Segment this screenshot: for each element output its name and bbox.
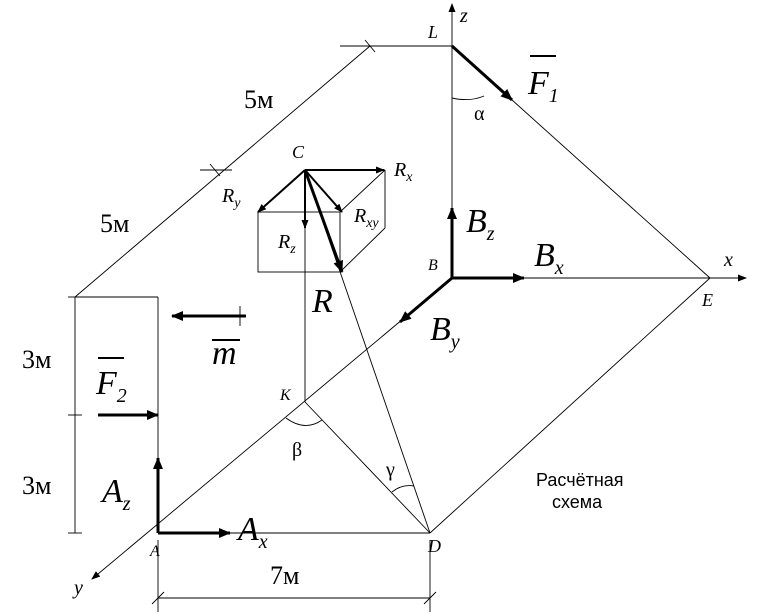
point-E: E — [701, 290, 713, 310]
angle-labels: α β γ — [292, 103, 485, 481]
point-A: A — [149, 543, 160, 560]
Ax-label: Ax — [236, 511, 268, 553]
R-label: R — [311, 283, 333, 320]
y-axis — [91, 277, 453, 580]
dim-5m-top-tick — [364, 39, 376, 53]
edge-top-diag — [74, 45, 371, 298]
caption: Расчётная схема — [536, 470, 624, 512]
By-label: By — [430, 311, 460, 353]
Rx-label: Rx — [393, 159, 413, 185]
F2-label: F2 — [95, 365, 127, 407]
point-B: B — [428, 257, 438, 274]
moment-label: m — [212, 335, 237, 372]
R-arrow — [303, 169, 344, 273]
dim-top-5m: 5м — [244, 85, 273, 114]
dim-mid-5m: 5м — [100, 209, 129, 238]
decomp-box — [257, 211, 341, 273]
force-labels: F1 F2 R Rx Ry Rz Rxy Bz Bx By Az Ax m — [95, 55, 564, 553]
Bz-label: Bz — [466, 203, 495, 245]
dim-upper-3m: 3м — [22, 345, 51, 374]
angle-gamma: γ — [385, 459, 395, 481]
axis-z-label: z — [459, 5, 468, 27]
decomp-box-r2 — [339, 227, 386, 273]
axis-y-label: y — [72, 577, 83, 599]
edge-K-D — [304, 401, 431, 534]
Ry-arrow — [257, 169, 306, 213]
caption-line1: Расчётная — [536, 470, 624, 490]
force-vectors — [98, 44, 525, 538]
dimension-labels: 5м 5м 3м 3м 7м — [22, 85, 299, 590]
F1-arrow — [450, 44, 514, 102]
edge-E-D — [429, 277, 711, 534]
dim-tick-br — [423, 591, 437, 605]
caption-line2: схема — [552, 492, 603, 512]
dim-lower-3m: 3м — [22, 471, 51, 500]
Rz-label: Rz — [277, 231, 296, 257]
point-K: K — [279, 387, 292, 404]
Rxy-arrow — [304, 169, 343, 213]
alpha-arc — [451, 95, 485, 101]
By-arrow — [399, 276, 453, 324]
F1-label: F1 — [527, 65, 559, 107]
dim-bottom-7m: 7м — [270, 561, 299, 590]
structure-lines — [68, 3, 747, 612]
axis-x-label: x — [723, 249, 733, 271]
dim-5m-mid-tick2 — [209, 163, 221, 177]
Ry-label: Ry — [221, 185, 241, 211]
Bx-label: Bx — [534, 237, 564, 279]
dim-tick-bl — [151, 591, 165, 605]
beta-arc — [285, 417, 323, 426]
point-C: C — [292, 142, 305, 162]
gamma-arc — [391, 485, 415, 493]
angle-alpha: α — [474, 103, 485, 125]
point-D: D — [427, 536, 441, 556]
Rxy-label: Rxy — [353, 205, 379, 231]
point-labels: L C B K A D E x y z — [72, 5, 733, 599]
decomp-box-r3 — [339, 169, 386, 213]
Az-label: Az — [100, 473, 131, 515]
point-L: L — [427, 22, 438, 42]
angle-beta: β — [292, 439, 302, 461]
